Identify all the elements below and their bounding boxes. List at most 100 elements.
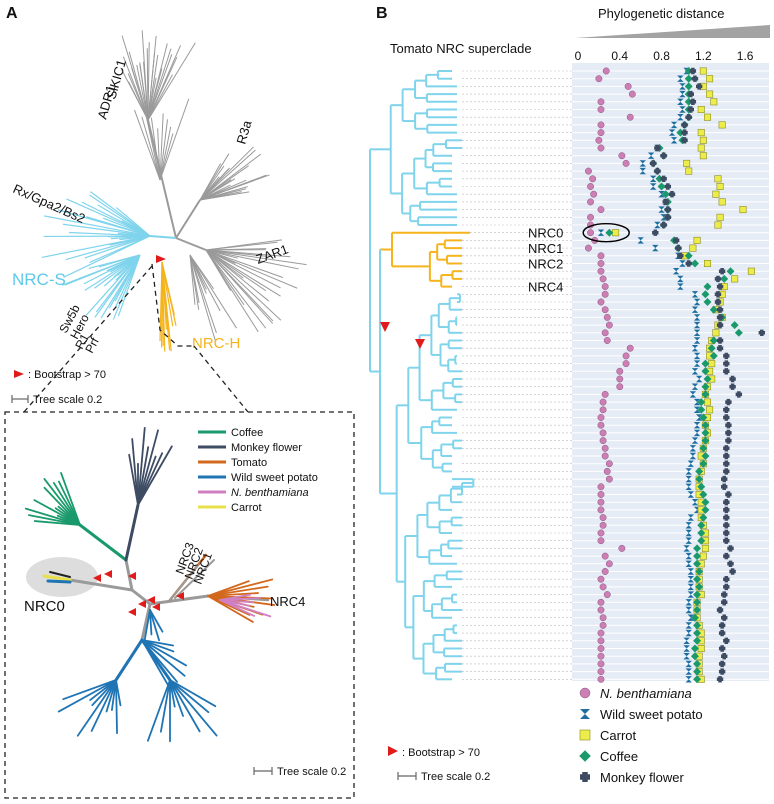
- point-circle: [584, 244, 592, 252]
- nrc-s-branch: [65, 235, 151, 261]
- point-circle: [622, 352, 630, 360]
- gray-branch: [199, 186, 248, 201]
- point-diamond: [693, 552, 702, 561]
- point-cross: [714, 298, 722, 306]
- point-bowtie: [685, 560, 692, 567]
- point-diamond: [693, 629, 702, 638]
- point-circle: [601, 290, 609, 298]
- point-bowtie: [637, 237, 644, 244]
- inset-tree: [24, 426, 276, 743]
- point-diamond: [676, 128, 685, 137]
- point-cross: [723, 522, 730, 529]
- point-diamond: [701, 382, 710, 391]
- point-diamond: [707, 344, 716, 353]
- point-diamond: [701, 436, 710, 445]
- point-circle: [599, 621, 607, 629]
- point-bowtie: [693, 406, 701, 413]
- point-bowtie: [693, 314, 701, 321]
- point-bowtie: [679, 83, 686, 90]
- point-circle: [601, 306, 609, 314]
- point-square: [699, 552, 707, 560]
- point-cross: [718, 268, 726, 275]
- point-diamond: [697, 521, 706, 530]
- point-cross: [721, 483, 728, 490]
- point-circle: [595, 75, 603, 83]
- point-circle: [597, 106, 605, 113]
- gray-branch: [199, 184, 231, 201]
- point-cross: [660, 152, 667, 159]
- point-cross: [662, 198, 669, 206]
- point-bowtie: [683, 545, 690, 552]
- point-cross: [727, 560, 734, 567]
- point-diamond: [726, 267, 735, 276]
- point-circle: [602, 67, 610, 75]
- point-bowtie: [693, 337, 701, 344]
- point-cross: [723, 445, 730, 452]
- point-diamond: [693, 636, 702, 645]
- point-cross: [664, 206, 672, 213]
- legend-marker-2: [579, 729, 591, 741]
- gray-branch: [199, 149, 256, 201]
- legend-marker-0: [579, 687, 591, 699]
- point-circle: [597, 498, 605, 506]
- point-circle: [599, 398, 607, 406]
- point-diamond: [697, 405, 706, 414]
- point-cross: [681, 129, 688, 136]
- gray-branch: [205, 249, 298, 289]
- point-cross: [758, 329, 766, 336]
- point-diamond: [701, 367, 710, 376]
- gray-branch: [150, 117, 161, 181]
- nrc4-branch: [207, 585, 269, 597]
- wsp-branch: [141, 639, 175, 653]
- inset-label-nrc0: NRC0: [24, 598, 65, 615]
- point-circle: [605, 460, 613, 468]
- nrc-branch: [174, 559, 215, 599]
- point-bowtie: [685, 468, 692, 475]
- gray-branch: [144, 109, 161, 181]
- data-points: [584, 67, 766, 684]
- point-square: [710, 98, 718, 106]
- point-square: [716, 213, 724, 221]
- point-cross: [723, 506, 730, 514]
- point-diamond: [703, 375, 712, 383]
- gray-branch: [159, 98, 190, 181]
- point-cross: [654, 167, 661, 175]
- point-square: [704, 259, 712, 267]
- wsp-branch: [169, 679, 184, 717]
- nrc-s-branch: [94, 254, 141, 318]
- point-bowtie: [689, 445, 697, 452]
- gray-branch: [205, 249, 283, 278]
- point-bowtie: [693, 422, 701, 429]
- point-bowtie: [695, 375, 703, 383]
- point-square: [699, 152, 707, 160]
- gray-branch: [199, 163, 222, 201]
- gray-branch: [141, 116, 161, 181]
- series-n-benthamiana: [584, 67, 636, 683]
- point-bowtie: [650, 183, 657, 190]
- point-square: [697, 144, 705, 152]
- point-square: [706, 406, 714, 414]
- point-square: [697, 644, 705, 652]
- cladogram: [369, 70, 572, 681]
- point-cross: [689, 98, 697, 105]
- scale-bar-a: [11, 395, 29, 403]
- point-circle: [599, 429, 607, 437]
- point-cross: [654, 144, 661, 152]
- point-cross: [660, 221, 667, 229]
- coffee-branch: [24, 507, 81, 526]
- point-bowtie: [693, 398, 701, 406]
- chart-title: Phylogenetic distance: [598, 6, 724, 21]
- inset-bootstrap-2: [128, 572, 136, 580]
- point-cross: [725, 491, 732, 498]
- point-bowtie: [685, 529, 692, 537]
- point-cross: [718, 622, 726, 629]
- point-cross: [687, 90, 694, 98]
- inset-bootstrap-5: [152, 603, 160, 611]
- point-bowtie: [685, 606, 692, 614]
- nrc-s-branch: [84, 254, 141, 291]
- point-diamond: [734, 328, 743, 337]
- wsp-branch: [57, 679, 117, 713]
- point-bowtie: [647, 152, 655, 159]
- stem-branch: [175, 199, 201, 239]
